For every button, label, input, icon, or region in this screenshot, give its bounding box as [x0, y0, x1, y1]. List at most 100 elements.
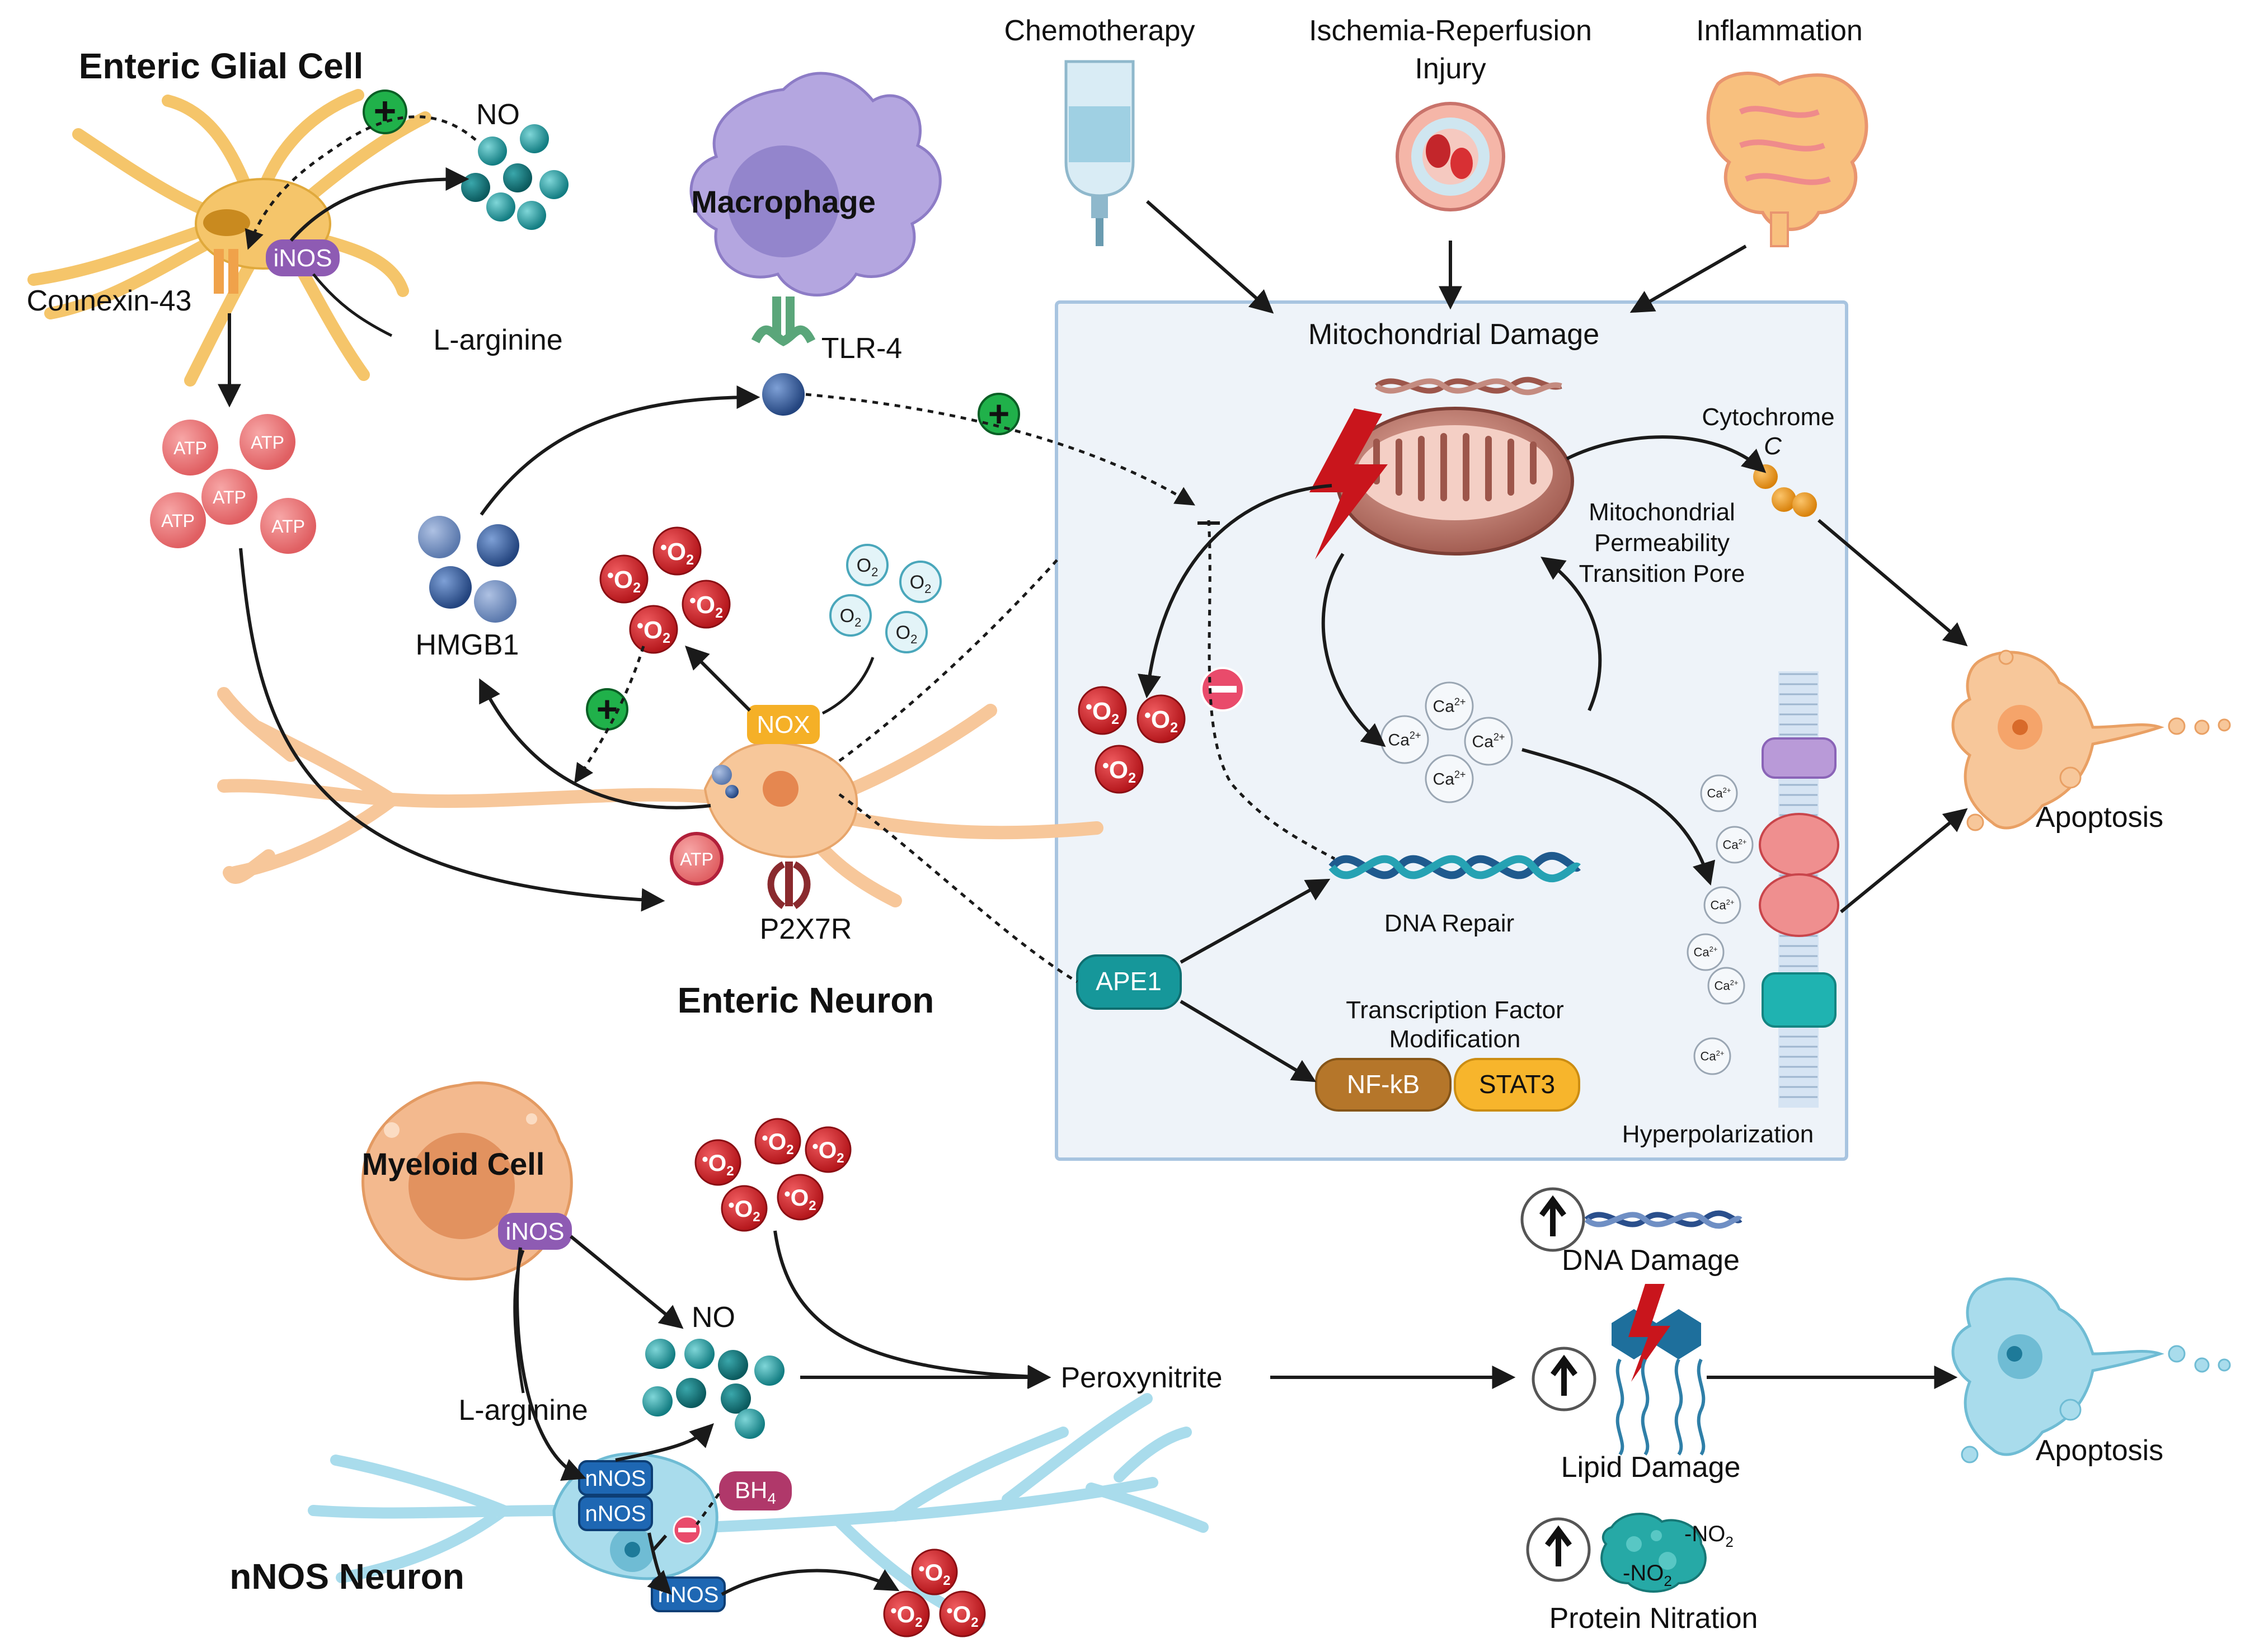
arrow-larginine-to-nnos [515, 1247, 586, 1481]
tf-label-line1: Transcription Factor [1346, 996, 1564, 1024]
superoxide-label: •O2 [637, 615, 670, 646]
ape1-label: APE1 [1096, 967, 1162, 996]
arrow-ca-to-membrane [1521, 748, 1716, 886]
superoxide-label: •O2 [812, 1136, 844, 1166]
superoxide-molecule: •O2 [682, 580, 731, 629]
calcium-ions-membrane: Ca2+Ca2+Ca2+Ca2+Ca2+Ca2+ [1687, 774, 1754, 1075]
tf-label-line2: Modification [1389, 1025, 1521, 1053]
dotted-tlr-to-mito [805, 393, 1195, 506]
dna-damage-label: DNA Damage [1562, 1244, 1740, 1277]
atp-label-3: ATP [213, 487, 246, 507]
up-arrow-lipid-icon [1550, 1354, 1578, 1396]
superoxide-molecule: •O2 [652, 526, 702, 576]
superoxide-molecule: •O2 [694, 1139, 741, 1186]
arrow-ape1-to-dna [1180, 878, 1331, 964]
superoxide-molecule: •O2 [883, 1590, 930, 1637]
superoxide-molecule: •O2 [805, 1126, 852, 1173]
calcium-ion: Ca2+ [1703, 886, 1741, 924]
bh4-label: BH4 [735, 1477, 776, 1507]
calcium-label: Ca2+ [1388, 730, 1421, 750]
nfkb-pill [1315, 1058, 1452, 1112]
superoxide-label: •O2 [890, 1601, 922, 1630]
calcium-cluster: Ca2+Ca2+Ca2+Ca2+ [1380, 681, 1513, 803]
no-cluster-bottom [642, 1339, 785, 1439]
oxygen-label: O2 [896, 622, 918, 646]
cytochrome-label-line1: Cytochrome [1702, 403, 1834, 431]
cell-membrane-channels [1759, 671, 1839, 1108]
dotted-neuron-to-box-upper [838, 558, 1059, 763]
superoxide-molecule: •O2 [721, 1185, 768, 1232]
arrow-o2-to-nox [821, 657, 875, 715]
no2-label-a: -NO2 [1684, 1522, 1734, 1550]
calcium-ion: Ca2+ [1707, 967, 1745, 1005]
apoptotic-cell-top [1951, 649, 2231, 831]
oxygen-molecule: O2 [846, 544, 889, 586]
mito-box-title: Mitochondrial Damage [1308, 318, 1599, 351]
calcium-label: Ca2+ [1433, 769, 1466, 789]
superoxide-cluster-lower: •O2•O2•O2•O2•O2 [694, 1118, 852, 1232]
arrow-nnos-uncoupled [647, 1532, 672, 1595]
bh4-pill [719, 1471, 792, 1510]
arrow-mito-to-ca [1321, 553, 1386, 747]
stat3-label: STAT3 [1479, 1070, 1555, 1099]
up-arrow-dna-icon [1539, 1195, 1567, 1236]
nnos-label-1: nNOS [585, 1466, 646, 1491]
arrow-nox-to-ros [685, 646, 752, 712]
cytochrome-label-line2: C [1764, 432, 1782, 460]
glial-cell-title: Enteric Glial Cell [79, 46, 364, 86]
calcium-label: Ca2+ [1715, 978, 1739, 993]
dotted-neuron-to-ape1 [838, 793, 1078, 983]
up-arrow-protein-icon [1544, 1525, 1572, 1566]
enteric-neuron-cell [217, 687, 1103, 909]
protein-icon [1600, 1513, 1707, 1593]
oxygen-molecule: O2 [829, 594, 872, 637]
ischemia-label-line2: Injury [1415, 53, 1486, 85]
arrow-inos-to-no-bottom [570, 1235, 684, 1329]
superoxide-molecule: •O2 [754, 1118, 801, 1165]
cytochrome-c-dots [1753, 464, 1817, 517]
calcium-ion: Ca2+ [1425, 681, 1474, 731]
superoxide-label: •O2 [728, 1195, 760, 1225]
calcium-ion: Ca2+ [1380, 715, 1429, 764]
dna-helix-icon [1328, 851, 1581, 883]
l-arginine-bottom-label: L-arginine [458, 1394, 588, 1427]
peroxynitrite-label: Peroxynitrite [1061, 1362, 1223, 1394]
calcium-label: Ca2+ [1711, 898, 1735, 912]
lightning-icon [1309, 408, 1388, 559]
inflammation-label: Inflammation [1696, 15, 1863, 47]
arrow-ros-to-peroxynitrite [773, 1230, 1051, 1389]
superoxide-cluster-nnos: •O2 •O2 •O2 [883, 1549, 986, 1637]
dna-repair-label: DNA Repair [1384, 910, 1514, 937]
oxygen-molecule: O2 [899, 561, 942, 603]
chemotherapy-label: Chemotherapy [1004, 15, 1195, 47]
arrows [218, 167, 1968, 1596]
superoxide-molecule: •O2 [599, 554, 649, 604]
arrow-inos-to-no [289, 167, 469, 242]
calcium-label: Ca2+ [1707, 786, 1731, 801]
atp-label-5: ATP [271, 516, 305, 536]
superoxide-label: •O2 [918, 1559, 950, 1588]
superoxide-label: •O2 [607, 565, 641, 596]
p2x7r-label: P2X7R [760, 913, 852, 945]
stat3-pill [1454, 1058, 1580, 1112]
neuron-atp-label: ATP [680, 849, 713, 869]
superoxide-label: •O2 [689, 590, 723, 621]
connexin-label: Connexin-43 [27, 285, 192, 317]
dotted-no-to-glial [245, 115, 477, 250]
arrow-mito-to-cyto [1566, 435, 1767, 473]
arrow-atp-to-p2x7r [239, 548, 665, 912]
no-top-label: NO [476, 98, 520, 131]
nfkb-label: NF-kB [1347, 1070, 1420, 1099]
calcium-ion: Ca2+ [1693, 1037, 1731, 1075]
arrow-larginine-to-inos-bottom [513, 1250, 525, 1394]
calcium-label: Ca2+ [1472, 732, 1505, 751]
calcium-ion: Ca2+ [1425, 754, 1474, 803]
ischemia-label-line1: Ischemia-Reperfusion [1309, 15, 1592, 47]
superoxide-label: •O2 [946, 1601, 978, 1630]
enteric-glial-cell [27, 89, 431, 387]
damaged-dna-icon [1375, 376, 1562, 396]
nox-pill [747, 705, 820, 744]
superoxide-label: •O2 [1144, 705, 1178, 736]
